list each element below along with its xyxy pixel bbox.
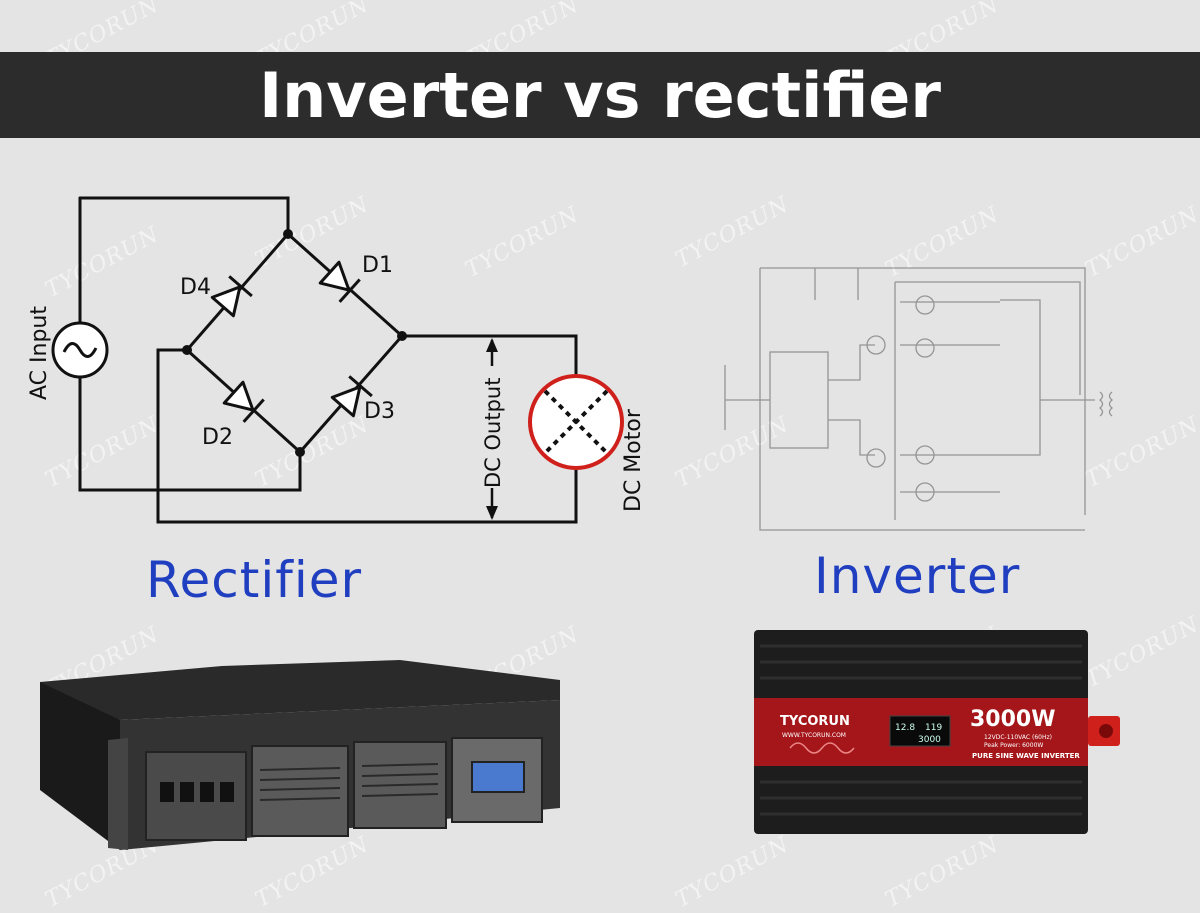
rack-side — [40, 682, 120, 850]
transistor-icon — [915, 482, 935, 502]
inverter-wave-type: PURE SINE WAVE INVERTER — [972, 752, 1080, 760]
transistor-icon — [866, 335, 886, 355]
sine-wave-icon — [62, 342, 98, 358]
rack-top — [40, 660, 560, 720]
diode-label-d3: D3 — [364, 399, 395, 424]
motor-cross-line — [543, 389, 609, 455]
transistor-icon — [866, 448, 886, 468]
rectifier-caption: Rectifier — [146, 551, 363, 609]
dc-output-label: DC Output — [481, 378, 505, 488]
sine-wave-icon — [789, 742, 855, 754]
vent-line — [361, 773, 439, 777]
transistor-icon — [915, 445, 935, 465]
vent-line — [259, 797, 341, 801]
wire — [78, 376, 302, 492]
vent-line — [259, 787, 341, 791]
diode-d4 — [210, 275, 253, 318]
breaker-switch — [200, 782, 214, 802]
junction-dot — [295, 447, 305, 457]
page-title: Inverter vs rectifier — [259, 58, 941, 132]
transformer-icon — [1098, 391, 1104, 417]
wire — [1000, 299, 1095, 401]
terminal-bolt-icon — [1099, 724, 1113, 738]
wire — [78, 196, 290, 236]
transformer-icon — [1108, 391, 1114, 417]
inverter-power-rating: 3000W — [970, 707, 1056, 732]
lcd-display — [889, 715, 951, 747]
inverter-peak-spec: Peak Power: 6000W — [984, 742, 1043, 749]
wire — [156, 348, 578, 524]
diode-label-d2: D2 — [202, 425, 233, 450]
vent-line — [361, 793, 439, 797]
wire — [760, 267, 1086, 515]
arrow-up-icon — [486, 338, 498, 352]
wire — [1000, 400, 1041, 456]
arrow-down-icon — [486, 506, 498, 520]
display-power: 3000 — [918, 735, 941, 745]
display-ac-voltage: 119 — [925, 723, 942, 733]
diode-label-d4: D4 — [180, 275, 211, 300]
inverter-brand: TYCORUN — [780, 714, 850, 729]
wire — [895, 281, 1081, 395]
inverter-website: WWW.TYCORUN.COM — [782, 732, 846, 739]
diode-d2 — [222, 380, 265, 423]
breaker-switch — [160, 782, 174, 802]
vent-line — [361, 783, 439, 787]
vent-line — [259, 777, 341, 781]
module-rectifier — [251, 745, 349, 837]
breaker-switch — [180, 782, 194, 802]
diode-d3 — [330, 375, 373, 418]
junction-dot — [283, 229, 293, 239]
vent-line — [259, 767, 341, 771]
display-voltage: 12.8 — [895, 723, 915, 733]
inverter-voltage-spec: 12VDC-110VAC (60Hz) — [984, 734, 1052, 741]
wire — [759, 268, 1085, 531]
vent-line — [361, 763, 439, 767]
ac-input-label: AC Input — [27, 306, 52, 400]
dc-motor-label: DC Motor — [621, 408, 646, 512]
lcd-screen — [471, 761, 525, 793]
junction-dot — [182, 345, 192, 355]
rack-ear — [108, 738, 128, 850]
wire — [400, 334, 578, 378]
breaker-switch — [220, 782, 234, 802]
inverter-caption: Inverter — [814, 547, 1021, 605]
junction-dot — [397, 331, 407, 341]
diode-label-d1: D1 — [362, 253, 393, 278]
title-bar: Inverter vs rectifier — [0, 52, 1200, 138]
diode-d1 — [318, 260, 361, 303]
transistor-icon — [915, 338, 935, 358]
transistor-icon — [915, 295, 935, 315]
